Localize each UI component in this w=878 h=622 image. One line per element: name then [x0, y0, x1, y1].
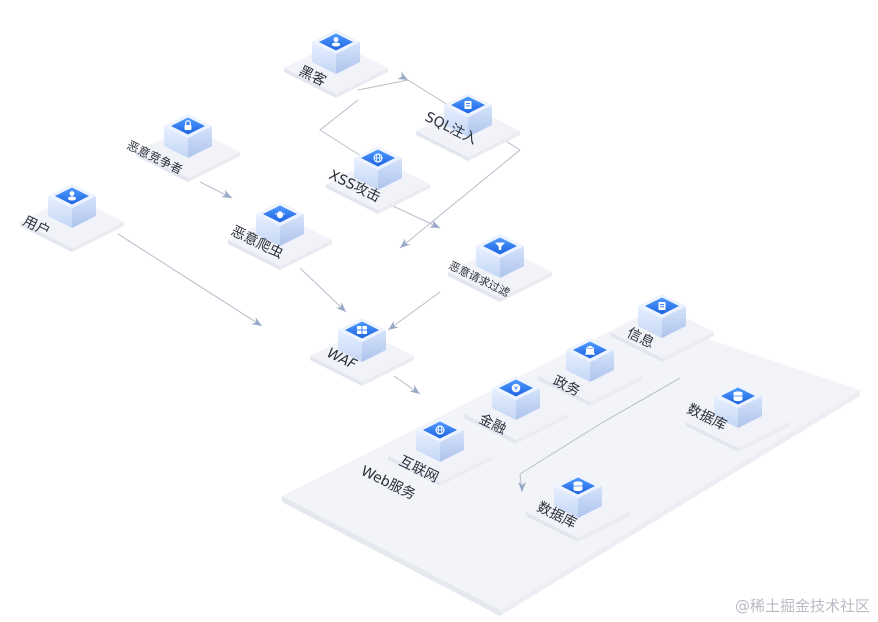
doc-icon — [659, 302, 666, 310]
arrowhead — [251, 317, 264, 329]
arrowhead — [397, 239, 410, 252]
doc-icon — [465, 101, 472, 109]
edge-crawler-waf — [300, 268, 346, 312]
db-icon — [574, 481, 583, 491]
arrowhead — [221, 190, 234, 202]
edge-filter-waf — [388, 292, 440, 330]
arrowhead — [386, 321, 399, 333]
db-icon — [734, 391, 743, 401]
arrowhead — [429, 220, 441, 231]
arrowhead — [410, 385, 423, 397]
edge-sql-waf — [400, 150, 520, 248]
svg-text:¥: ¥ — [514, 385, 518, 393]
node-waf — [310, 318, 414, 386]
wall-icon — [357, 326, 367, 334]
watermark: @稀土掘金技术社区 — [735, 595, 870, 616]
node-hacker — [284, 30, 388, 98]
